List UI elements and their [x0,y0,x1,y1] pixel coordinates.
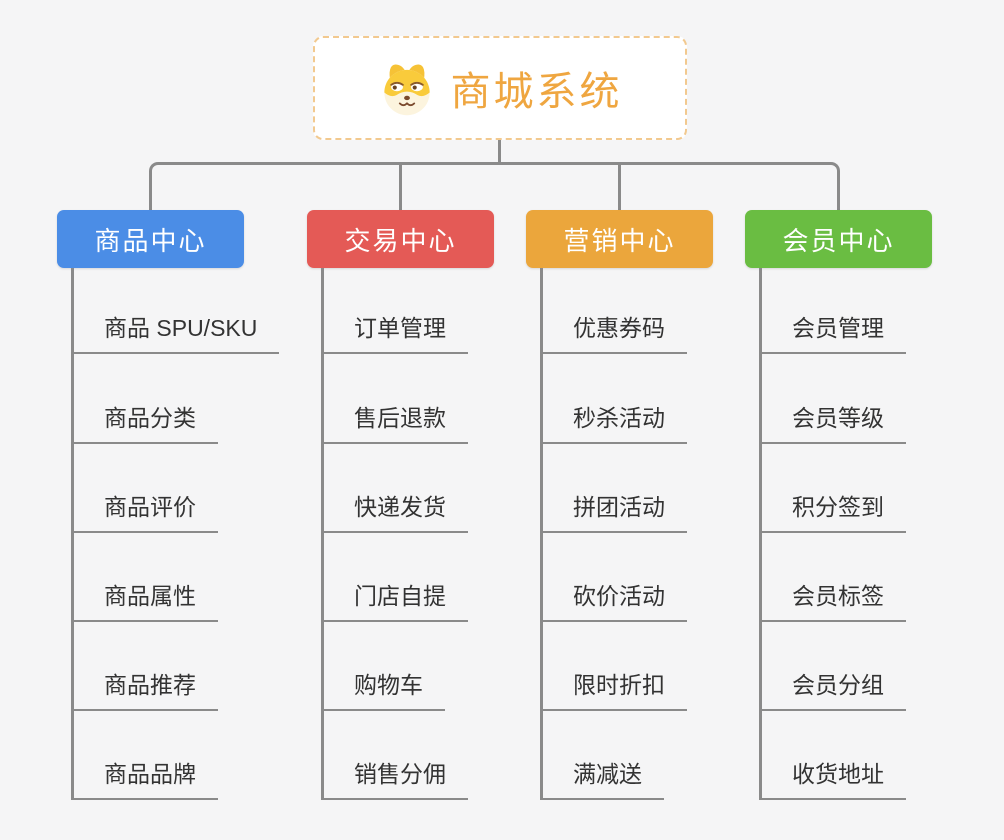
connector-drop-marketing [618,162,621,210]
connector-line [540,268,543,800]
leaf-topic[interactable]: 商品推荐 [71,666,218,711]
shiba-dog-icon [378,59,436,117]
leaf-topic[interactable]: 商品 SPU/SKU [71,309,280,354]
leaf-topic[interactable]: 会员标签 [759,577,906,622]
connector-drop-trade [399,162,402,210]
branch-header-member-center[interactable]: 会员中心 [745,210,932,268]
branch-header-trade-center[interactable]: 交易中心 [307,210,494,268]
branch-product-center: 商品中心 商品 SPU/SKU 商品分类 商品评价 商品属性 商品推荐 商品品牌 [57,210,317,820]
leaf-topic[interactable]: 满减送 [540,755,664,800]
leaf-topic[interactable]: 门店自提 [321,577,468,622]
leaf-topic[interactable]: 快递发货 [321,488,468,533]
leaf-topic[interactable]: 会员等级 [759,399,906,444]
leaf-topic[interactable]: 优惠券码 [540,309,687,354]
leaf-topic[interactable]: 会员管理 [759,309,906,354]
branch-marketing-center: 营销中心 优惠券码 秒杀活动 拼团活动 砍价活动 限时折扣 满减送 [526,210,786,820]
branch-header-marketing-center[interactable]: 营销中心 [526,210,713,268]
leaf-topic[interactable]: 拼团活动 [540,488,687,533]
connector-line [759,268,762,800]
leaf-topic[interactable]: 收货地址 [759,755,906,800]
connector-left-corner [149,162,401,210]
leaf-topic[interactable]: 砍价活动 [540,577,687,622]
leaf-topic[interactable]: 会员分组 [759,666,906,711]
branch-header-product-center[interactable]: 商品中心 [57,210,244,268]
leaf-topic[interactable]: 商品品牌 [71,755,218,800]
branch-trade-center: 交易中心 订单管理 售后退款 快递发货 门店自提 购物车 销售分佣 [307,210,567,820]
connector-line [71,268,74,800]
leaf-topic[interactable]: 售后退款 [321,399,468,444]
leaf-topic[interactable]: 商品评价 [71,488,218,533]
leaf-topic[interactable]: 订单管理 [321,309,468,354]
connector-root-stem [498,140,501,165]
branch-member-center: 会员中心 会员管理 会员等级 积分签到 会员标签 会员分组 收货地址 [745,210,1004,820]
connector-right-corner [618,162,840,210]
leaf-topic[interactable]: 商品分类 [71,399,218,444]
connector-horizontal [396,162,622,165]
leaf-topic[interactable]: 销售分佣 [321,755,468,800]
leaf-topic[interactable]: 限时折扣 [540,666,687,711]
leaf-topic[interactable]: 秒杀活动 [540,399,687,444]
leaf-topic[interactable]: 购物车 [321,666,445,711]
root-topic[interactable]: 商城系统 [313,36,687,140]
root-title: 商城系统 [450,70,623,114]
leaf-topic[interactable]: 积分签到 [759,488,906,533]
leaf-topic[interactable]: 商品属性 [71,577,218,622]
connector-line [321,268,324,800]
